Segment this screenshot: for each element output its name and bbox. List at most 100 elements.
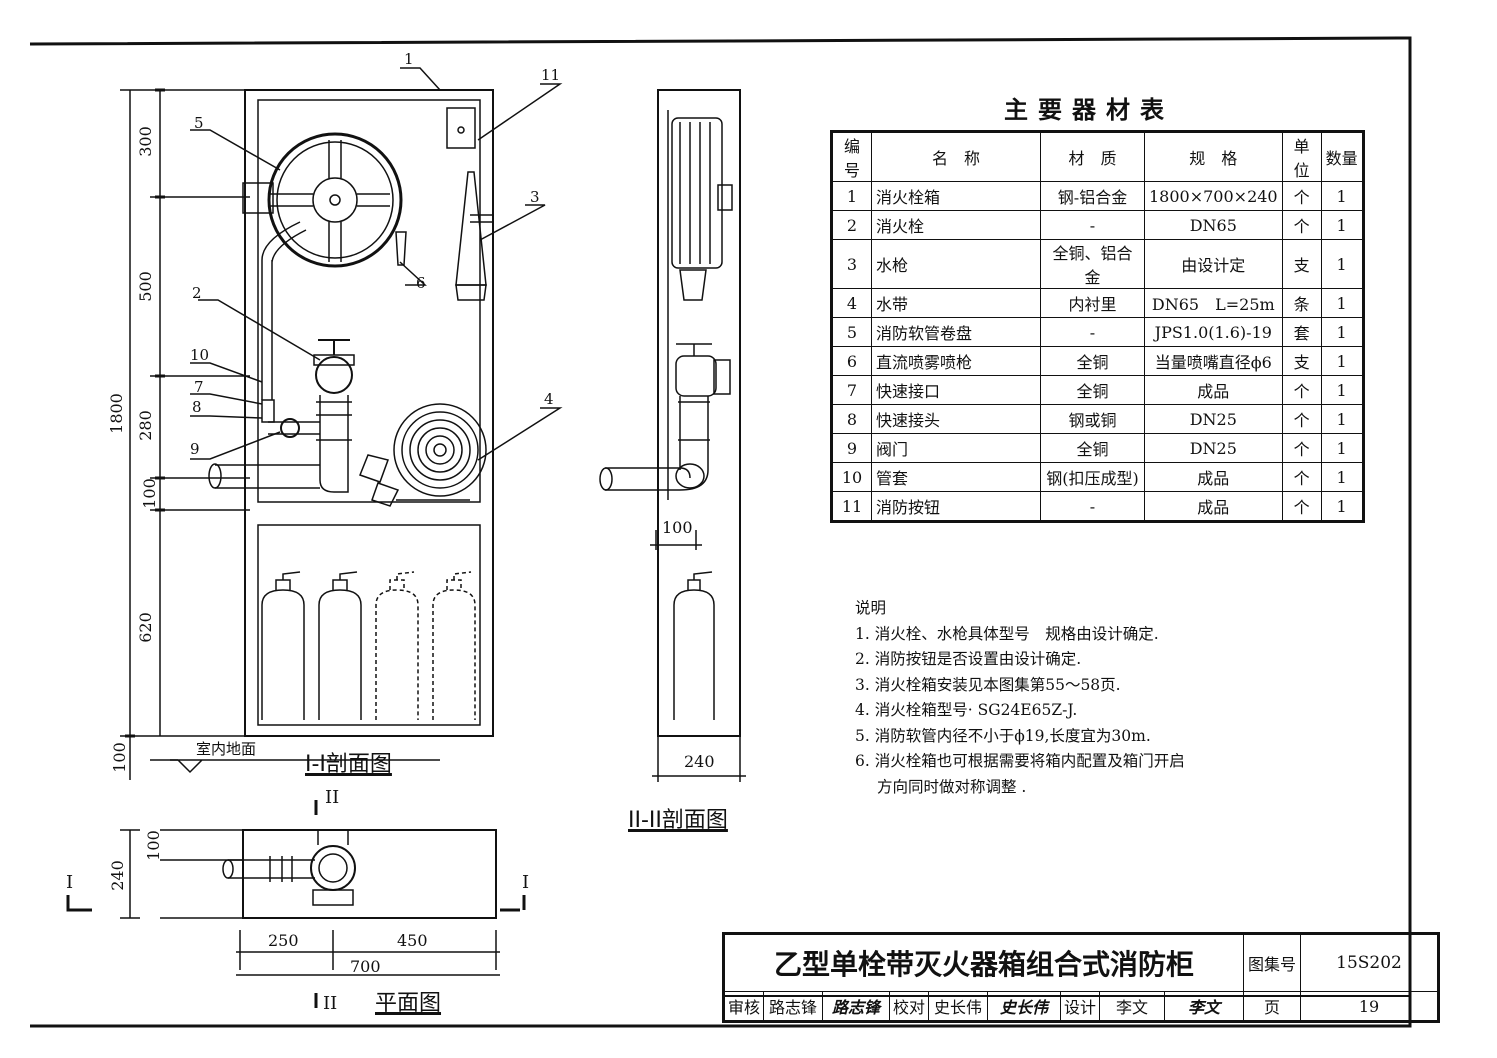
col-header-spec: 规 格 xyxy=(1144,131,1283,182)
design-label: 设计 xyxy=(1060,991,1100,1022)
callout-7: 7 xyxy=(194,378,204,396)
cell-name: 直流喷雾喷枪 xyxy=(871,346,1041,376)
cell-name: 水枪 xyxy=(871,239,1041,289)
cell-no: 4 xyxy=(831,288,872,318)
cell-no: 8 xyxy=(831,404,872,434)
cell-no: 10 xyxy=(831,462,872,492)
col-header-name: 名 称 xyxy=(871,131,1041,182)
table-header-row: 编号 名 称 材 质 规 格 单位 数量 xyxy=(831,131,1364,182)
cell-no: 2 xyxy=(831,210,872,240)
materials-table-title: 主要器材表 xyxy=(1004,96,1174,124)
cell-no: 7 xyxy=(831,375,872,405)
col-header-qty: 数量 xyxy=(1320,131,1364,182)
cell-qty: 1 xyxy=(1320,462,1364,492)
page-number: 19 xyxy=(1300,991,1439,1022)
cell-name: 管套 xyxy=(871,462,1041,492)
note-item-2: 2. 消防按钮是否设置由设计确定. xyxy=(855,650,1082,668)
cell-unit: 个 xyxy=(1281,404,1322,434)
marker-ii-top: II xyxy=(325,787,340,808)
cell-spec: DN65 xyxy=(1144,210,1283,240)
dim-100-a: 100 xyxy=(139,478,159,509)
callout-11: 11 xyxy=(541,66,561,84)
cell-unit: 个 xyxy=(1281,375,1322,405)
cell-no: 3 xyxy=(831,239,872,289)
cell-unit: 个 xyxy=(1281,181,1322,211)
callout-9: 9 xyxy=(190,440,200,458)
col-header-material: 材 质 xyxy=(1040,131,1145,182)
dim-500: 500 xyxy=(135,271,155,302)
cell-no: 9 xyxy=(831,433,872,463)
cell-qty: 1 xyxy=(1320,404,1364,434)
notes-heading: 说明 xyxy=(855,599,887,617)
cell-name: 阀门 xyxy=(871,433,1041,463)
floor-label: 室内地面 xyxy=(196,740,257,758)
cell-qty: 1 xyxy=(1320,433,1364,463)
marker-ii-bottom: II xyxy=(323,993,338,1014)
cell-material: 全铜 xyxy=(1040,346,1145,376)
section-1-1-title: I-I剖面图 xyxy=(305,752,392,777)
cell-material: - xyxy=(1040,491,1145,522)
col-header-unit: 单位 xyxy=(1281,131,1322,182)
cell-unit: 套 xyxy=(1281,317,1322,347)
cell-material: - xyxy=(1040,210,1145,240)
cell-spec: 成品 xyxy=(1144,375,1283,405)
callout-10: 10 xyxy=(190,346,210,364)
dim-100-plan: 100 xyxy=(143,830,163,861)
note-item-4: 4. 消火栓箱型号· SG24E65Z-J. xyxy=(855,701,1078,719)
cell-no: 5 xyxy=(831,317,872,347)
dim-100-c: 100 xyxy=(662,518,693,537)
callout-6: 6 xyxy=(416,274,426,292)
cell-name: 消防按钮 xyxy=(871,491,1041,522)
section-1-1-view xyxy=(120,67,563,780)
cell-qty: 1 xyxy=(1320,375,1364,405)
cell-spec: DN25 xyxy=(1144,433,1283,463)
cell-qty: 1 xyxy=(1320,210,1364,240)
note-item-6-cont: 方向同时做对称调整 . xyxy=(877,777,1027,796)
cell-no: 1 xyxy=(831,181,872,211)
marker-i-right: I xyxy=(522,872,530,893)
atlas-number-label: 图集号 xyxy=(1243,933,1301,992)
callout-4: 4 xyxy=(544,390,554,408)
plan-view-title: 平面图 xyxy=(375,991,442,1016)
cell-name: 水带 xyxy=(871,288,1041,318)
marker-i-left: I xyxy=(66,872,74,893)
cell-unit: 支 xyxy=(1281,346,1322,376)
checker-signature: 史长伟 xyxy=(987,991,1061,1022)
dim-1800: 1800 xyxy=(106,393,126,434)
cell-qty: 1 xyxy=(1320,491,1364,522)
cell-name: 消防软管卷盘 xyxy=(871,317,1041,347)
reviewer-name: 路志锋 xyxy=(763,991,823,1022)
cell-name: 快速接口 xyxy=(871,375,1041,405)
title-block: 乙型单栓带灭火器箱组合式消防柜 图集号 15S202 审核 路志锋 路志锋 校对… xyxy=(722,932,1440,1023)
cell-spec: 成品 xyxy=(1144,491,1283,522)
cell-unit: 个 xyxy=(1281,433,1322,463)
dim-240-a: 240 xyxy=(684,752,715,771)
section-2-2-title: II-II剖面图 xyxy=(628,808,728,833)
cell-qty: 1 xyxy=(1320,239,1364,289)
dim-450: 450 xyxy=(397,931,428,950)
check-label: 校对 xyxy=(889,991,929,1022)
reviewer-signature: 路志锋 xyxy=(822,991,890,1022)
callout-5: 5 xyxy=(194,114,204,132)
cell-material: 钢(扣压成型) xyxy=(1040,462,1145,492)
cell-no: 6 xyxy=(831,346,872,376)
callout-3: 3 xyxy=(530,188,540,206)
cell-material: 全铜、铝合金 xyxy=(1040,239,1145,289)
cell-spec: JPS1.0(1.6)-19 xyxy=(1144,317,1283,347)
page-label: 页 xyxy=(1243,991,1301,1022)
cell-name: 消火栓箱 xyxy=(871,181,1041,211)
cell-no: 11 xyxy=(831,491,872,522)
review-label: 审核 xyxy=(723,991,764,1022)
cell-unit: 条 xyxy=(1281,288,1322,318)
note-item-5: 5. 消防软管内径不小于ϕ19,长度宜为30m. xyxy=(855,726,1151,745)
cell-material: 钢或铜 xyxy=(1040,404,1145,434)
